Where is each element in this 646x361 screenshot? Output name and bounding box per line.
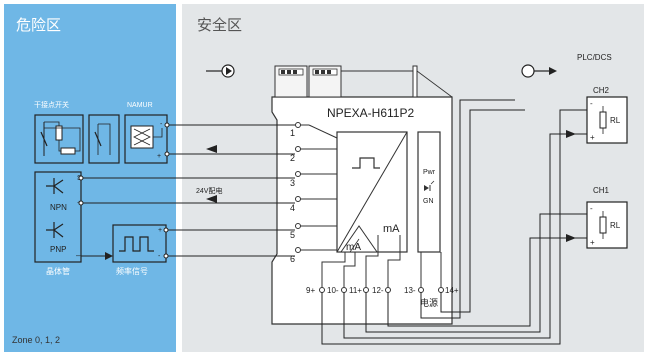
input-arrows (105, 145, 217, 260)
terminal-12: 12- (372, 286, 384, 295)
ch2-minus: - (590, 99, 593, 108)
terminal-13: 13- (404, 286, 416, 295)
ch2-load-label: RL (610, 116, 621, 125)
terminal-11: 11+ (349, 286, 362, 295)
transistor-minus-label: – (76, 251, 81, 260)
terminal-3: 3 (290, 178, 295, 188)
pnp-label: PNP (50, 245, 66, 254)
ch1-load-label: RL (610, 221, 621, 230)
freq-minus: - (158, 253, 161, 260)
ch1-plus: + (590, 238, 595, 247)
ch1-minus: - (590, 204, 593, 213)
terminal-10: 10- (327, 286, 339, 295)
namur-sensor: - + (124, 114, 168, 164)
isolator-device: NPEXA-H611P2 mA mA Pwr GN 1 2 3 4 5 (271, 65, 459, 325)
supply-label: 电源 (420, 297, 438, 308)
pulse-symbol (352, 157, 380, 169)
terminal-4: 4 (290, 203, 295, 213)
terminal-2: 2 (290, 153, 295, 163)
namur-plus: + (157, 153, 161, 160)
terminal-1: 1 (290, 128, 295, 138)
transistor-label: 晶体管 (46, 266, 70, 276)
terminal-6: 6 (290, 254, 295, 264)
ch1-load: - + RL (586, 201, 628, 249)
output-arrows (566, 130, 576, 242)
dry-contact-sensor (34, 114, 84, 164)
terminal-5: 5 (290, 230, 295, 240)
namur-label: NAMUR (127, 102, 153, 109)
dry-contact-label: 干接点开关 (34, 100, 69, 109)
output-symbol-icon (521, 64, 557, 78)
ch1-label: CH1 (593, 186, 610, 195)
hazard-zone-title: 危险区 (16, 17, 61, 34)
safe-zone-title: 安全区 (197, 16, 242, 34)
power-label-bottom: GN (423, 198, 434, 205)
terminal-14: 14+ (445, 286, 459, 295)
ch2-plus: + (590, 133, 595, 142)
power-led-icon (424, 180, 435, 191)
freq-label: 频率信号 (116, 266, 148, 276)
power-label-top: Pwr (423, 169, 436, 176)
input-symbol-icon (206, 64, 235, 78)
plc-label: PLC/DCS (577, 53, 612, 62)
ch2-load: - + RL (586, 96, 628, 144)
hazard-zone-footer: Zone 0, 1, 2 (12, 335, 60, 345)
frequency-source: + - (112, 224, 167, 263)
ma-label-2: mA (346, 242, 361, 253)
ch2-label: CH2 (593, 86, 610, 95)
npn-label: NPN (50, 203, 67, 212)
freq-plus: + (158, 227, 162, 234)
terminal-9: 9+ (306, 286, 315, 295)
namur-minus: - (160, 121, 163, 128)
supply-24v-label: 24V配电 (196, 186, 222, 195)
device-model: NPEXA-H611P2 (327, 106, 414, 120)
ma-label-1: mA (383, 223, 400, 235)
switch-icon (88, 114, 120, 164)
output-wires (321, 99, 587, 345)
